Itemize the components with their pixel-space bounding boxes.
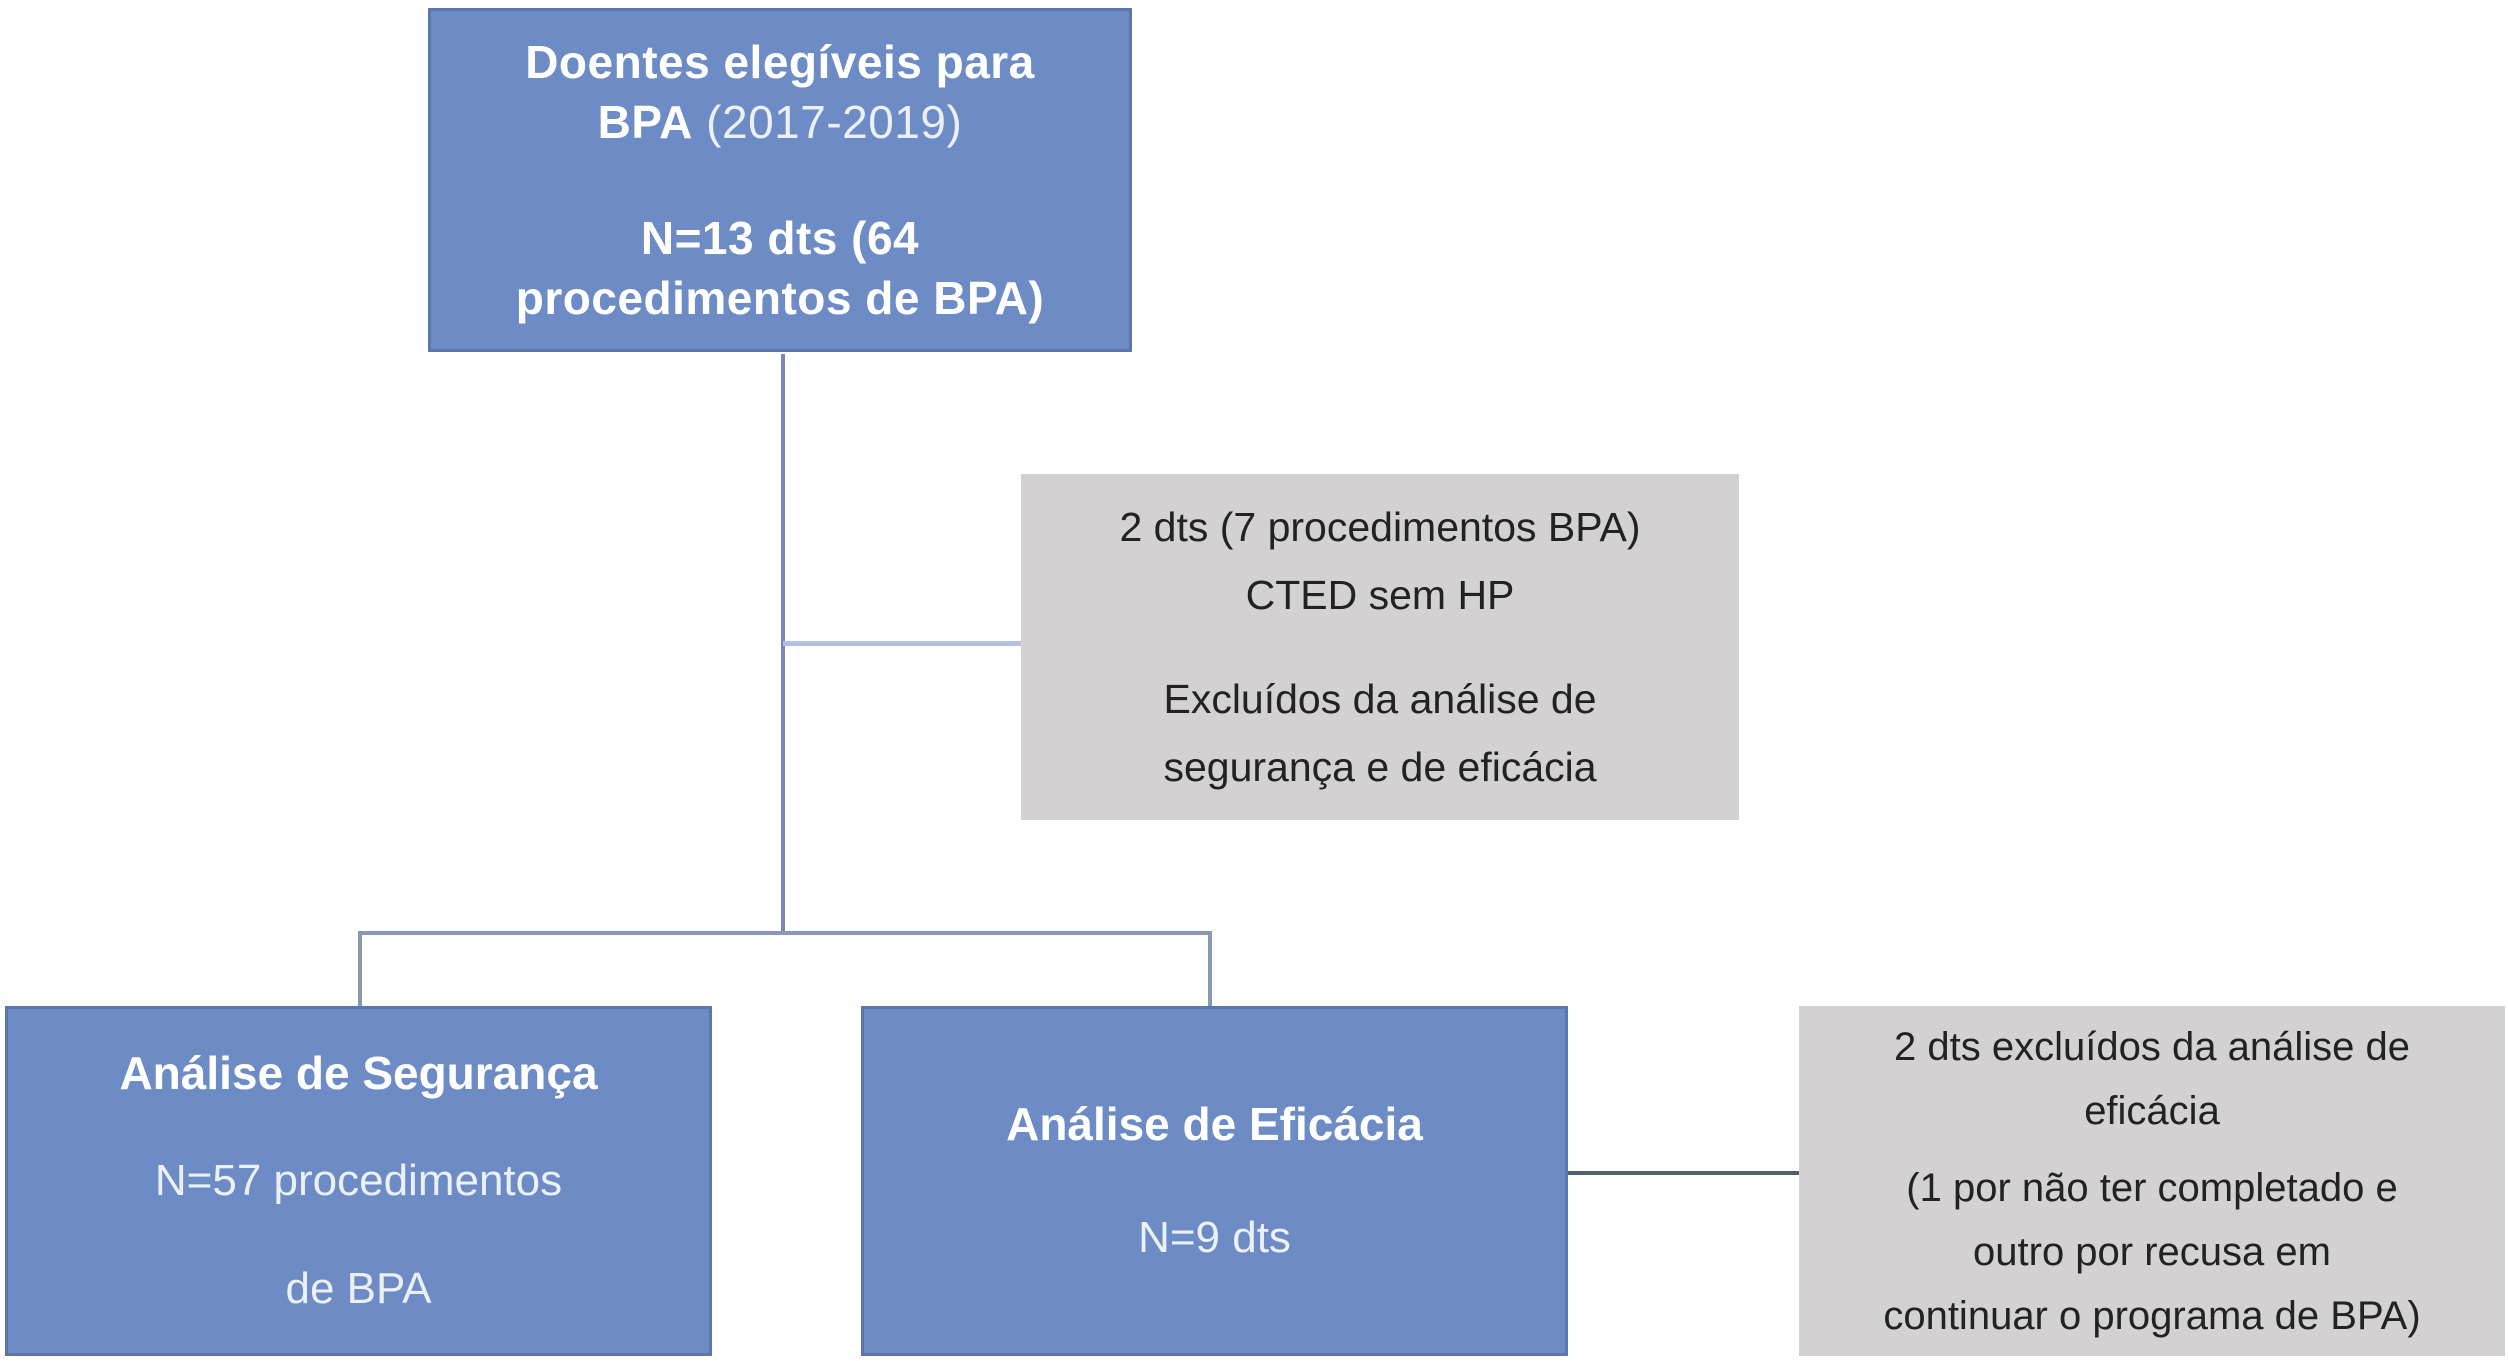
exclusion-bottom-reason: 2 dts excluídos da análise de eficácia <box>1894 1015 2410 1143</box>
exclusion-bottom-detail: (1 por não ter completado e outro por re… <box>1883 1156 2420 1348</box>
eligible-count: N=13 dts (64 procedimentos de BPA) <box>516 208 1045 328</box>
efficacy-title: Análise de Eficácia <box>1006 1098 1423 1150</box>
safety-analysis-box: Análise de Segurança N=57 procedimentos … <box>5 1006 712 1356</box>
exclusion-top-reason: 2 dts (7 procedimentos BPA) CTED sem HP <box>1119 493 1640 629</box>
connector-exclusion-bottom <box>1568 1171 1800 1175</box>
eligible-title-years: (2017-2019) <box>706 96 963 148</box>
exclusion-bottom-line3: (1 por não ter completado e <box>1906 1165 2398 1210</box>
connector-drop-right <box>1208 931 1212 1006</box>
safety-count-line1: N=57 procedimentos <box>154 1156 563 1205</box>
exclusion-top-line2: CTED sem HP <box>1245 572 1515 618</box>
exclusion-top-line1: 2 dts (7 procedimentos BPA) <box>1119 504 1641 550</box>
exclusion-bottom-line1: 2 dts excluídos da análise de <box>1894 1024 2410 1069</box>
exclusion-bottom-line2: eficácia <box>2084 1088 2220 1133</box>
exclusion-box-bottom: 2 dts excluídos da análise de eficácia (… <box>1799 1006 2505 1356</box>
exclusion-top-detail: Excluídos da análise de segurança e de e… <box>1163 665 1596 801</box>
safety-count-line2: de BPA <box>285 1264 432 1313</box>
exclusion-bottom-line5: continuar o programa de BPA) <box>1883 1293 2421 1338</box>
connector-exclusion-top <box>783 641 1023 646</box>
efficacy-count: N=9 dts <box>1138 1213 1291 1262</box>
eligible-patients-box: Doentes elegíveis para BPA (2017-2019) N… <box>428 8 1132 352</box>
eligible-title-line1: Doentes elegíveis para <box>525 36 1035 88</box>
eligible-title-bpa: BPA <box>597 96 693 148</box>
eligible-count-line1: N=13 dts (64 <box>640 212 920 264</box>
connector-split-horizontal <box>358 931 1212 935</box>
exclusion-bottom-line4: outro por recusa em <box>1973 1229 2331 1274</box>
eligible-title: Doentes elegíveis para BPA (2017-2019) <box>525 32 1035 152</box>
exclusion-top-line3: Excluídos da análise de <box>1163 676 1597 722</box>
exclusion-top-line4: segurança e de eficácia <box>1163 744 1597 790</box>
safety-title: Análise de Segurança <box>119 1047 598 1099</box>
connector-drop-left <box>358 931 362 1006</box>
eligible-count-line2: procedimentos de BPA) <box>515 272 1045 324</box>
efficacy-analysis-box: Análise de Eficácia N=9 dts <box>861 1006 1568 1356</box>
exclusion-box-top: 2 dts (7 procedimentos BPA) CTED sem HP … <box>1021 474 1739 820</box>
